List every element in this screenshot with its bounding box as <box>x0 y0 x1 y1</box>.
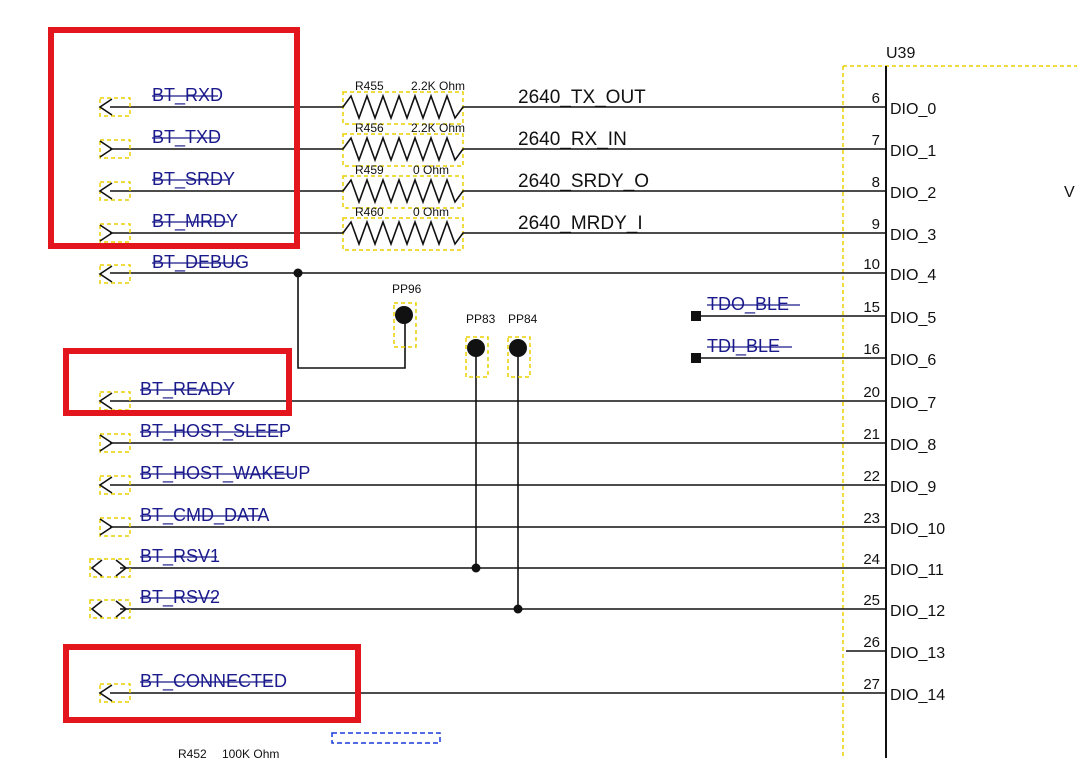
net-name: 2640_TX_OUT <box>518 87 646 108</box>
svg-text:PP83: PP83 <box>466 312 496 326</box>
pin-name: DIO_10 <box>890 521 945 538</box>
testpoint-pp84: PP84 <box>507 312 538 378</box>
pin-number: 24 <box>863 551 880 568</box>
highlight-box-uart <box>48 27 300 249</box>
signal-port: BT_MRDY <box>99 211 238 243</box>
resistor-value: 0 Ohm <box>413 163 449 177</box>
ic-u39: U39 V <box>842 45 1077 758</box>
svg-text:PP96: PP96 <box>392 282 422 296</box>
chip-partial-label: V <box>1064 184 1075 201</box>
pin-name: DIO_1 <box>890 143 936 160</box>
pin-number: 15 <box>863 299 880 316</box>
pin-name: DIO_12 <box>890 603 945 620</box>
bottom-partial: R452 100K Ohm <box>178 732 441 758</box>
pin-number: 7 <box>872 132 880 149</box>
pin-name: DIO_11 <box>890 562 944 579</box>
pin-number: 9 <box>872 216 880 233</box>
svg-text:PP84: PP84 <box>508 312 538 326</box>
pin-number: 20 <box>863 384 880 401</box>
resistor-r460: R460 0 Ohm <box>320 205 480 251</box>
highlight-box-ready <box>63 348 292 416</box>
highlight-boxes <box>48 27 361 723</box>
pin-name: DIO_0 <box>890 101 936 118</box>
pin-number: 6 <box>872 90 880 107</box>
signal-port: BT_READY <box>98 379 235 411</box>
testpoint-pp83: PP83 <box>465 312 496 378</box>
resistor-r459: R459 0 Ohm <box>320 163 480 209</box>
signal-ports: BT_RXD BT_TXD BT_SRDY BT_MRDY BT_DEBUG BT_REA… <box>89 85 310 703</box>
pin-number: 8 <box>872 174 880 191</box>
resistor-value: 0 Ohm <box>413 205 449 219</box>
signal-port: BT_DEBUG <box>98 252 249 284</box>
signal-port: BT_TXD <box>99 127 221 159</box>
pin-name: DIO_6 <box>890 352 936 369</box>
debug-labels: TDO_BLE TDI_BLE <box>691 294 800 363</box>
pin-number: 16 <box>863 341 880 358</box>
pin-name: DIO_9 <box>890 479 936 496</box>
resistor-ref: R455 <box>355 79 384 93</box>
resistor-value: 2.2K Ohm <box>411 121 465 135</box>
resistor-ref: R460 <box>355 205 384 219</box>
pin-name: DIO_4 <box>890 267 936 284</box>
wires <box>110 106 886 694</box>
signal-port: BT_RSV2 <box>89 587 220 619</box>
resistor-ref: R459 <box>355 163 384 177</box>
chip-ref: U39 <box>886 45 915 62</box>
pin-number: 27 <box>863 676 880 693</box>
pin-name: DIO_14 <box>890 687 945 704</box>
signal-port: BT_RXD <box>98 85 223 117</box>
pin-name: DIO_2 <box>890 185 936 202</box>
pin-number: 25 <box>863 592 880 609</box>
net-names: 2640_TX_OUT 2640_RX_IN 2640_SRDY_O 2640_… <box>518 87 649 234</box>
net-name: 2640_RX_IN <box>518 129 627 150</box>
net-name: 2640_SRDY_O <box>518 171 649 192</box>
signal-port: BT_CMD_DATA <box>99 505 269 537</box>
resistor-r456: R456 2.2K Ohm <box>320 121 480 167</box>
signal-port: BT_RSV1 <box>89 546 220 578</box>
pin-name: DIO_7 <box>890 395 936 412</box>
signal-port: BT_CONNECTED <box>98 671 287 703</box>
pin-name: DIO_5 <box>890 310 936 327</box>
signal-port: BT_SRDY <box>98 169 235 201</box>
pin-number: 26 <box>863 634 880 651</box>
bottom-resistor-value: 100K Ohm <box>222 747 279 758</box>
resistor-value: 2.2K Ohm <box>411 79 465 93</box>
pin-number: 10 <box>863 256 880 273</box>
resistor-ref: R456 <box>355 121 384 135</box>
testpoint-pp96: PP96 <box>392 282 422 348</box>
pin-name: DIO_3 <box>890 227 936 244</box>
resistor-r455: R455 2.2K Ohm <box>320 79 480 125</box>
highlight-box-connected <box>63 644 361 723</box>
pin-number: 23 <box>863 510 880 527</box>
pin-number: 21 <box>863 426 880 443</box>
pin-name: DIO_13 <box>890 645 945 662</box>
pin-number: 22 <box>863 468 880 485</box>
pin-name: DIO_8 <box>890 437 936 454</box>
junctions <box>293 268 523 614</box>
signal-port: BT_HOST_WAKEUP <box>98 463 310 495</box>
signal-port: BT_HOST_SLEEP <box>99 421 291 453</box>
net-name: 2640_MRDY_I <box>518 213 643 234</box>
bottom-resistor-ref: R452 <box>178 747 207 758</box>
